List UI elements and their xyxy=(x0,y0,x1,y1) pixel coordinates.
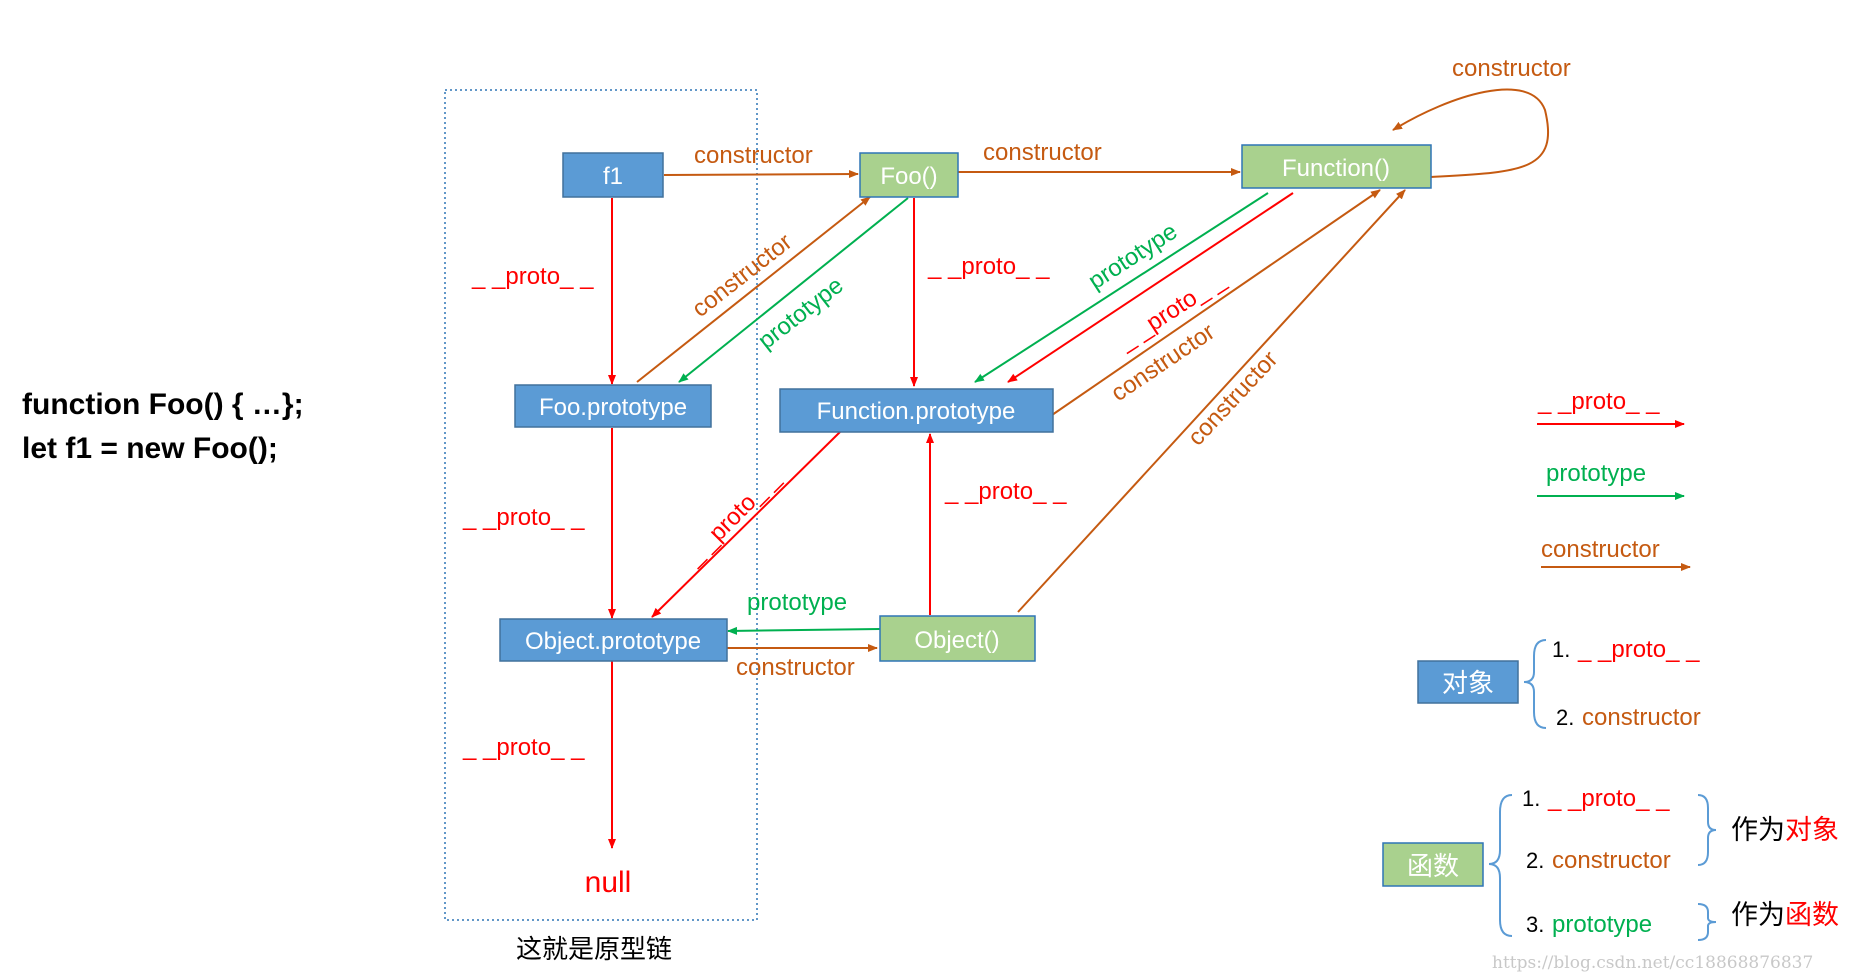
object-item2-num: 2. xyxy=(1556,705,1574,730)
label-funcproto-proto: _ _proto_ _ xyxy=(679,465,785,571)
function-item2: constructor xyxy=(1552,847,1671,874)
label-objproto-proto: _ _proto_ _ xyxy=(462,734,585,761)
chain-caption: 这就是原型链 xyxy=(516,934,672,964)
edge-foo-prototype xyxy=(678,197,909,383)
object-item2: constructor xyxy=(1582,704,1701,731)
node-foo-prototype-box xyxy=(514,384,712,428)
label-object-constructor: constructor xyxy=(1183,346,1284,451)
node-function-prototype-box xyxy=(779,388,1054,433)
code-line-2: let f1 = new Foo(); xyxy=(22,432,278,465)
edge-funcproto-constructor xyxy=(1051,189,1381,416)
node-foo-prototype: Foo.prototype xyxy=(539,394,687,421)
object-item1-num: 1. xyxy=(1552,637,1570,662)
edge-object-constructor xyxy=(1017,189,1406,613)
node-foo: Foo() xyxy=(880,163,937,190)
label-object-prototype: prototype xyxy=(747,589,847,616)
as-function-brace xyxy=(1697,903,1717,941)
label-fooproto-proto: _ _proto_ _ xyxy=(462,504,585,531)
node-null: null xyxy=(585,866,632,899)
node-foo-box xyxy=(859,152,959,198)
as-object-prefix: 作为 xyxy=(1731,815,1785,845)
object-item1: _ _proto_ _ xyxy=(1577,636,1700,663)
label-object-proto: _ _proto_ _ xyxy=(944,478,1067,505)
legend-prototype-label: prototype xyxy=(1546,460,1646,487)
function-item1-num: 1. xyxy=(1522,786,1540,811)
edge-function-prototype xyxy=(974,192,1269,383)
node-f1-box xyxy=(562,152,664,198)
function-item3-num: 3. xyxy=(1526,912,1544,937)
function-summary-box xyxy=(1382,842,1484,887)
node-object-box xyxy=(879,615,1036,662)
label-objproto-constructor: constructor xyxy=(736,654,855,681)
as-object-word: 对象 xyxy=(1785,815,1839,845)
watermark: https://blog.csdn.net/cc18868876837 xyxy=(1492,953,1813,973)
node-function: Function() xyxy=(1282,155,1390,182)
as-function-word: 函数 xyxy=(1785,900,1839,930)
function-item3: prototype xyxy=(1552,911,1652,938)
code-line-1: function Foo() { …}; xyxy=(22,388,304,421)
object-summary-box xyxy=(1417,660,1519,704)
node-object-prototype: Object.prototype xyxy=(525,628,701,655)
label-f1-constructor: constructor xyxy=(694,142,813,169)
label-function-prototype: prototype xyxy=(1084,218,1183,295)
legend-proto-label: _ _proto_ _ xyxy=(1537,388,1660,415)
function-summary-label: 函数 xyxy=(1407,851,1459,881)
node-object: Object() xyxy=(914,627,999,654)
node-f1: f1 xyxy=(603,163,623,190)
legend-constructor-label: constructor xyxy=(1541,536,1660,563)
as-function-prefix: 作为 xyxy=(1731,900,1785,930)
function-summary-brace xyxy=(1488,794,1513,937)
node-function-box xyxy=(1241,144,1432,189)
edge-f1-constructor xyxy=(663,170,859,179)
label-fooproto-constructor: constructor xyxy=(687,228,797,322)
node-object-prototype-box xyxy=(499,618,728,662)
node-function-prototype: Function.prototype xyxy=(817,398,1016,425)
label-foo-proto: _ _proto_ _ xyxy=(927,253,1050,280)
edge-funcproto-proto xyxy=(651,431,841,618)
as-object-brace xyxy=(1697,794,1717,866)
object-summary-label: 对象 xyxy=(1442,668,1494,698)
label-foo-constructor: constructor xyxy=(983,139,1102,166)
object-summary-brace xyxy=(1523,639,1547,729)
edge-function-self-constructor xyxy=(1392,88,1550,178)
label-f1-proto: _ _proto_ _ xyxy=(471,263,594,290)
edge-function-proto xyxy=(1007,192,1294,383)
function-item2-num: 2. xyxy=(1526,848,1544,873)
label-function-self-constructor: constructor xyxy=(1452,55,1571,82)
function-item1: _ _proto_ _ xyxy=(1547,785,1670,812)
prototype-chain-frame xyxy=(444,89,758,921)
edge-object-prototype xyxy=(727,626,881,635)
edge-fooproto-constructor xyxy=(636,196,871,383)
